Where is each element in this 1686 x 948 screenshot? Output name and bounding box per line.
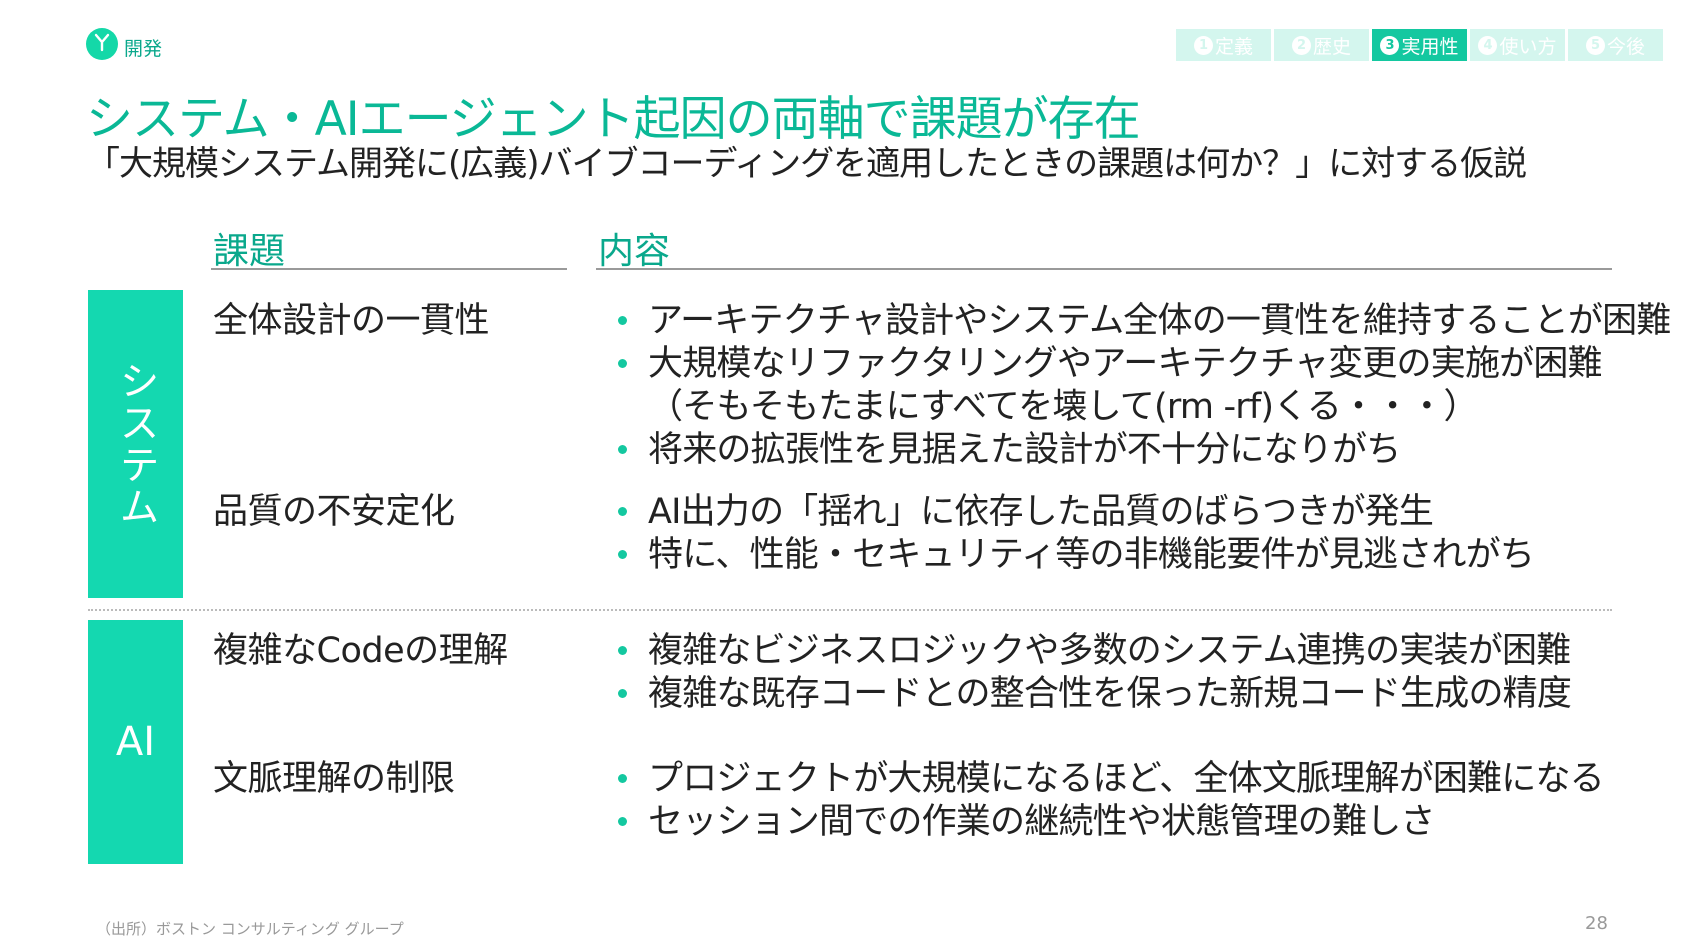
bullet-text: アーキテクチャ設計やシステム全体の一貫性を維持することが困難 (648, 301, 1671, 341)
page-number: 28 (1585, 913, 1608, 934)
step-label: 定義 (1214, 35, 1253, 58)
bullet-text: 大規模なリファクタリングやアーキテクチャ変更の実施が困難 (648, 344, 1603, 384)
step-label: 歴史 (1312, 35, 1351, 58)
step-number: 3 (1380, 35, 1400, 55)
section-logo (86, 28, 118, 60)
column-header-content: 内容 (598, 231, 671, 272)
column-rule (596, 268, 1612, 270)
source-note: （出所）ボストン コンサルティング グループ (96, 920, 404, 938)
issue-label: 文脈理解の制限 (213, 759, 455, 799)
category-divider (88, 609, 1612, 611)
step-number: 5 (1585, 35, 1605, 55)
category-label: システム (112, 360, 159, 528)
bullet-dot (618, 550, 627, 559)
column-rule (211, 268, 567, 270)
bullet-text: 将来の拡張性を見据えた設計が不十分になりがち (648, 430, 1401, 470)
bullet-text: 複雑な既存コードとの整合性を保った新規コード生成の精度 (648, 674, 1572, 714)
page-title: システム・AIエージェント起因の両軸で課題が存在 (86, 92, 1141, 147)
issue-label: 品質の不安定化 (213, 492, 455, 532)
section-label: 開発 (124, 38, 163, 60)
step-number: 4 (1478, 35, 1498, 55)
bullet-dot (618, 689, 627, 698)
step-4[interactable]: 4 使い方 (1470, 29, 1565, 61)
bullet-dot (618, 316, 627, 325)
bullet-text: セッション間での作業の継続性や状態管理の難しさ (648, 802, 1435, 842)
category-label: AI (115, 719, 156, 765)
issue-label: 複雑なCodeの理解 (213, 631, 508, 671)
step-1[interactable]: 1 定義 (1176, 29, 1271, 61)
bullet-dot (618, 817, 627, 826)
step-number: 1 (1193, 35, 1213, 55)
page-subtitle: 「大規模システム開発に(広義)バイブコーディングを適用したときの課題は何か？」に… (86, 144, 1527, 184)
step-label: 使い方 (1499, 35, 1557, 58)
step-5[interactable]: 5 今後 (1568, 29, 1663, 61)
issue-label: 全体設計の一貫性 (213, 301, 490, 341)
category-system: システム (88, 290, 183, 598)
bullet-dot (618, 646, 627, 655)
step-3[interactable]: 3 実用性 (1372, 29, 1467, 61)
column-header-issue: 課題 (213, 231, 286, 272)
step-number: 2 (1291, 35, 1311, 55)
step-2[interactable]: 2 歴史 (1274, 29, 1369, 61)
progress-steps: 1 定義 2 歴史 3 実用性 4 使い方 5 今後 (1176, 29, 1663, 61)
bullet-dot (618, 359, 627, 368)
bullet-dot (618, 507, 627, 516)
bullet-dot (618, 774, 627, 783)
bullet-text: 特に、性能・セキュリティ等の非機能要件が見逃されがち (648, 535, 1535, 575)
branch-icon (92, 32, 112, 56)
bullet-dot (618, 445, 627, 454)
bullet-text: AI出力の「揺れ」に依存した品質のばらつきが発生 (648, 492, 1434, 532)
bullet-text: プロジェクトが大規模になるほど、全体文脈理解が困難になる (648, 759, 1605, 799)
bullet-note: （そもそもたまにすべてを壊して(rm -rf)くる・・・） (648, 387, 1479, 427)
step-label: 実用性 (1401, 35, 1459, 58)
step-label: 今後 (1606, 35, 1645, 58)
category-ai: AI (88, 620, 183, 864)
bullet-text: 複雑なビジネスロジックや多数のシステム連携の実装が困難 (648, 631, 1571, 671)
